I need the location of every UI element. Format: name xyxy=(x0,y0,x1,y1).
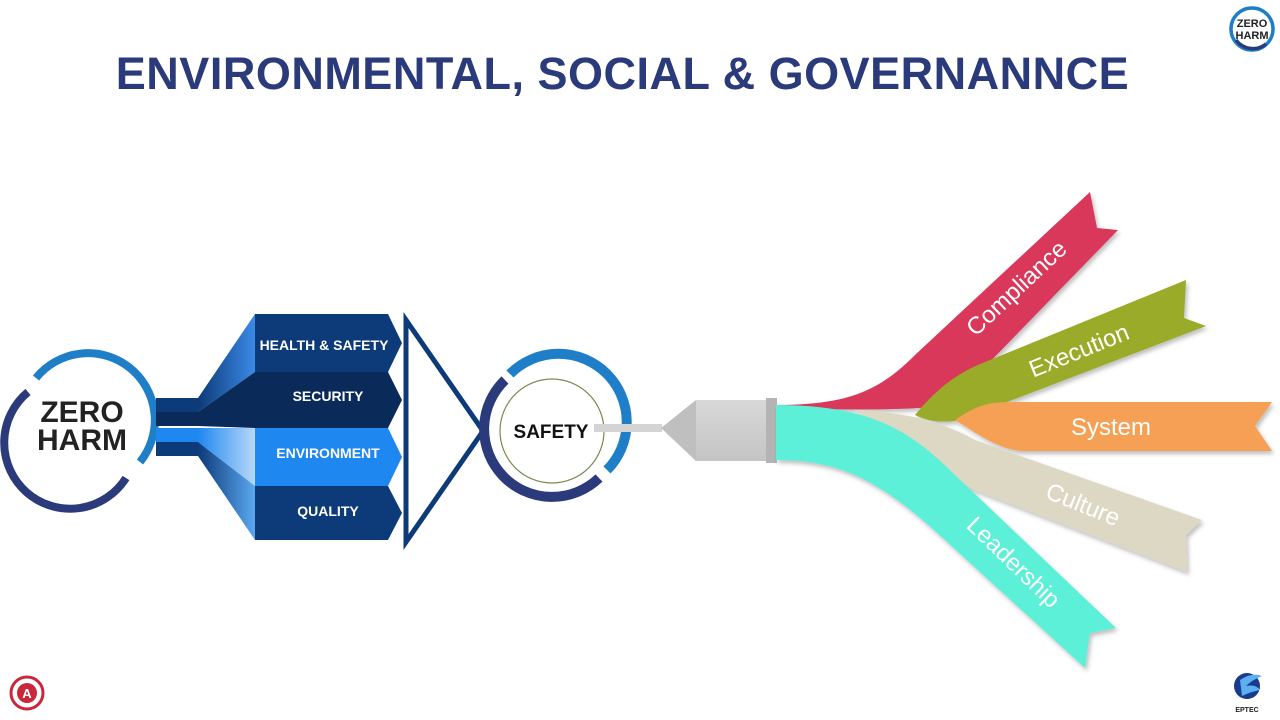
svg-text:HARM: HARM xyxy=(1236,30,1269,42)
svg-text:SAFETY: SAFETY xyxy=(514,422,589,443)
zero-harm-circle: ZERO HARM xyxy=(0,349,159,513)
pillar-quality: QUALITY xyxy=(255,486,402,540)
ribbons xyxy=(776,192,1272,668)
svg-text:ZERO: ZERO xyxy=(1237,18,1268,30)
svg-text:ZERO: ZERO xyxy=(40,396,123,429)
eptec-logo: EPTEC xyxy=(1234,673,1262,714)
pillar-security: SECURITY xyxy=(255,372,402,428)
svg-text:ENVIRONMENT: ENVIRONMENT xyxy=(276,445,380,461)
ribbon-system xyxy=(955,402,1272,451)
pillar-health-safety: HEALTH & SAFETY xyxy=(255,314,402,372)
svg-text:A: A xyxy=(22,686,32,701)
svg-text:EPTEC: EPTEC xyxy=(1235,707,1258,714)
svg-text:QUALITY: QUALITY xyxy=(297,503,359,519)
svg-text:HARM: HARM xyxy=(37,424,127,457)
safety-circle: SAFETY xyxy=(479,348,632,502)
svg-text:HEALTH & SAFETY: HEALTH & SAFETY xyxy=(260,337,390,353)
pillar-environment: ENVIRONMENT xyxy=(255,428,402,486)
ribbon-culture xyxy=(855,410,1202,572)
pillar-connectors xyxy=(156,314,255,540)
ribbon-leadership xyxy=(776,405,1116,668)
svg-text:System: System xyxy=(1071,414,1151,441)
funnel-triangle xyxy=(403,312,487,550)
ribbon-compliance xyxy=(776,192,1118,410)
svg-text:SECURITY: SECURITY xyxy=(293,388,364,404)
nozzle-connector xyxy=(594,398,777,463)
zero-harm-logo-top-right: ZERO HARM xyxy=(1229,6,1275,52)
page-title: ENVIRONMENTAL, SOCIAL & GOVERNANNCE xyxy=(115,48,1130,99)
ribbon-execution xyxy=(915,280,1206,422)
pillar-list: HEALTH & SAFETY SECURITY ENVIRONMENT QUA… xyxy=(255,314,402,540)
certification-seal-logo: A xyxy=(9,675,45,711)
